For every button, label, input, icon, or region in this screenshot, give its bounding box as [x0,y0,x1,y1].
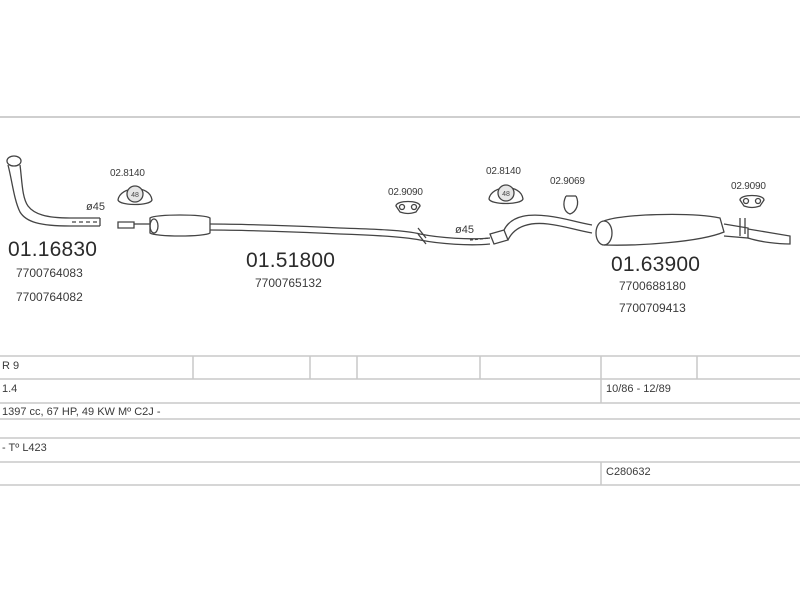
rear-silencer-ref-1: 7700688180 [619,279,686,293]
hanger-mid-drawing [395,200,421,215]
front-pipe-ref-1: 7700764083 [16,266,83,280]
svg-text:48: 48 [131,192,139,199]
svg-text:48: 48 [502,191,510,198]
front-pipe-ref-2: 7700764082 [16,290,83,304]
clamp-front-label: 02.8140 [110,168,145,179]
front-pipe-number: 01.16830 [8,238,98,261]
rear-silencer-number: 01.63900 [611,253,701,276]
mid-pipe-ref-1: 7700765132 [255,276,322,290]
hanger-rear2-drawing [739,194,765,209]
diameter-mid-label: ø45 [455,224,474,236]
table-engine-details: 1397 cc, 67 HP, 49 KW Mº C2J - [2,406,161,418]
table-variant: - Tº L423 [2,442,47,454]
table-years: 10/86 - 12/89 [606,383,671,395]
mid-pipe-number: 01.51800 [246,249,336,272]
hanger-rear2-label: 02.9090 [731,181,766,192]
hanger-rear1-label: 02.9069 [550,176,585,187]
clamp-rear-label: 02.8140 [486,166,521,177]
table-model: R 9 [2,360,20,372]
table-code: C280632 [606,466,651,478]
hanger-mid-label: 02.9090 [388,187,423,198]
diameter-front-label: ø45 [86,201,105,213]
table-engine-size: 1.4 [2,383,18,395]
rear-pipe-drawing [489,213,791,246]
mid-pipe-drawing [117,214,491,246]
clamp-front-drawing: 48 [117,185,153,206]
front-pipe-drawing [6,155,101,227]
rear-silencer-ref-2: 7700709413 [619,301,686,315]
hanger-rear1-drawing [563,195,579,215]
info-table-lines [0,355,800,486]
clamp-rear-drawing: 48 [488,184,524,205]
